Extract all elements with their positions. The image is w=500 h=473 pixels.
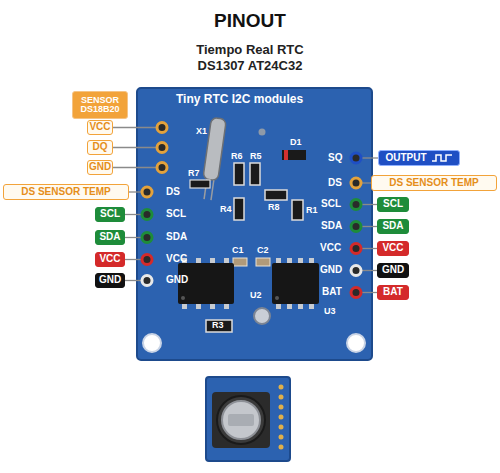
smd-capacitor: [233, 258, 247, 266]
pin-callout: DS SENSOR TEMP: [3, 184, 129, 200]
pin-callout: SDA: [95, 230, 125, 245]
leader-lines: [113, 128, 378, 293]
pin-callout: BAT: [377, 285, 409, 300]
silkscreen-label: R5: [250, 151, 262, 162]
silkscreen-label: C2: [257, 245, 269, 256]
callout-text: VCC: [89, 122, 110, 133]
pcb-back-photo: [206, 377, 290, 461]
chip-dot: [181, 296, 185, 300]
subtitle: Tiempo Real RTC DS1307 AT24C32: [180, 42, 320, 73]
pin-callout: SENSOR DS18B20: [72, 91, 128, 119]
pin-callout: SCL: [95, 207, 125, 222]
coin-cell: [222, 401, 260, 439]
smd-resistor: [206, 320, 232, 332]
chip-dot: [275, 296, 279, 300]
silkscreen-label: Tiny RTC I2C modules: [176, 92, 303, 106]
silkscreen-label: SQ: [328, 152, 342, 164]
pin-callout: DQ: [87, 140, 113, 155]
silkscreen-label: VCC: [320, 242, 341, 254]
callout-text: VCC: [99, 254, 120, 265]
silkscreen-label: SCL: [321, 198, 341, 210]
silkscreen-label: GND: [320, 264, 342, 276]
silkscreen-label: SCL: [166, 208, 186, 220]
silkscreen-label: SDA: [166, 231, 187, 243]
pin-callout: GND: [87, 160, 113, 175]
callout-text: DS SENSOR TEMP: [21, 187, 110, 198]
callout-text: SDA: [382, 221, 403, 232]
callout-text: SDA: [99, 232, 120, 243]
pin-callout: VCC: [95, 252, 125, 267]
pin-callout: GND: [95, 273, 125, 288]
silkscreen-label: SDA: [321, 220, 342, 232]
smd-capacitor: [256, 258, 270, 266]
silkscreen-label: R1: [306, 205, 318, 216]
silkscreen-label: BAT: [322, 286, 342, 298]
eeprom-chip: [272, 263, 319, 304]
pcb-board: [137, 88, 372, 360]
battery-holder: [212, 392, 270, 448]
silkscreen-label: X1: [196, 126, 207, 137]
silkscreen-label: R3: [212, 320, 224, 331]
callout-text: BAT: [383, 287, 403, 298]
smd-resistor: [265, 190, 287, 200]
silkscreen-label: C1: [232, 245, 244, 256]
silkscreen-label: R4: [220, 204, 232, 215]
callout-text: GND: [89, 162, 111, 173]
battery-clip: [228, 414, 254, 426]
smd-resistor: [250, 163, 260, 185]
callout-text: SCL: [383, 199, 403, 210]
silkscreen-label: DS: [166, 186, 180, 198]
smd-resistor: [190, 180, 210, 188]
mounting-hole: [143, 334, 161, 352]
pin-callout: DS SENSOR TEMP: [371, 175, 497, 191]
pin-callout: VCC: [377, 241, 409, 256]
silkscreen-label: U2: [250, 290, 262, 301]
silkscreen-label: GND: [166, 274, 188, 286]
callout-text: DS SENSOR TEMP: [389, 178, 478, 189]
silkscreen-label: DS: [328, 177, 342, 189]
callout-text: SENSOR DS18B20: [73, 96, 127, 115]
battery-pad: [254, 308, 270, 324]
battery-holder-ring: [217, 396, 265, 444]
title: PINOUT: [0, 10, 500, 32]
silkscreen-label: R6: [231, 151, 243, 162]
smd-resistor: [234, 198, 244, 220]
callout-text: VCC: [382, 243, 403, 254]
crystal-lead: [211, 180, 214, 200]
via-pad: [259, 129, 266, 136]
pin-callout: SCL: [377, 197, 409, 212]
callout-text: GND: [99, 275, 121, 286]
pin-callout: SDA: [377, 219, 409, 234]
silkscreen-label: VCC: [166, 253, 187, 265]
smd-resistor: [292, 200, 303, 220]
silkscreen-label: D1: [290, 137, 302, 148]
silkscreen-label: R8: [268, 202, 280, 213]
callout-text: OUTPUT: [385, 153, 426, 164]
square-wave-icon: [431, 153, 453, 163]
silkscreen-label: R7: [188, 168, 200, 179]
silkscreen-label: U3: [324, 306, 336, 317]
pin-callout: OUTPUT: [378, 150, 460, 166]
callout-text: SCL: [100, 209, 120, 220]
back-header-pads: [279, 385, 284, 450]
mounting-hole: [347, 334, 365, 352]
smd-resistor: [234, 163, 244, 185]
square-wave: [432, 155, 452, 161]
callout-text: GND: [382, 265, 404, 276]
pin-callout: VCC: [87, 120, 113, 135]
diode-body: [282, 150, 306, 160]
diode-band: [284, 150, 288, 160]
callout-text: DQ: [93, 142, 108, 153]
header-pins: [142, 123, 361, 298]
pin-callout: GND: [377, 263, 409, 278]
